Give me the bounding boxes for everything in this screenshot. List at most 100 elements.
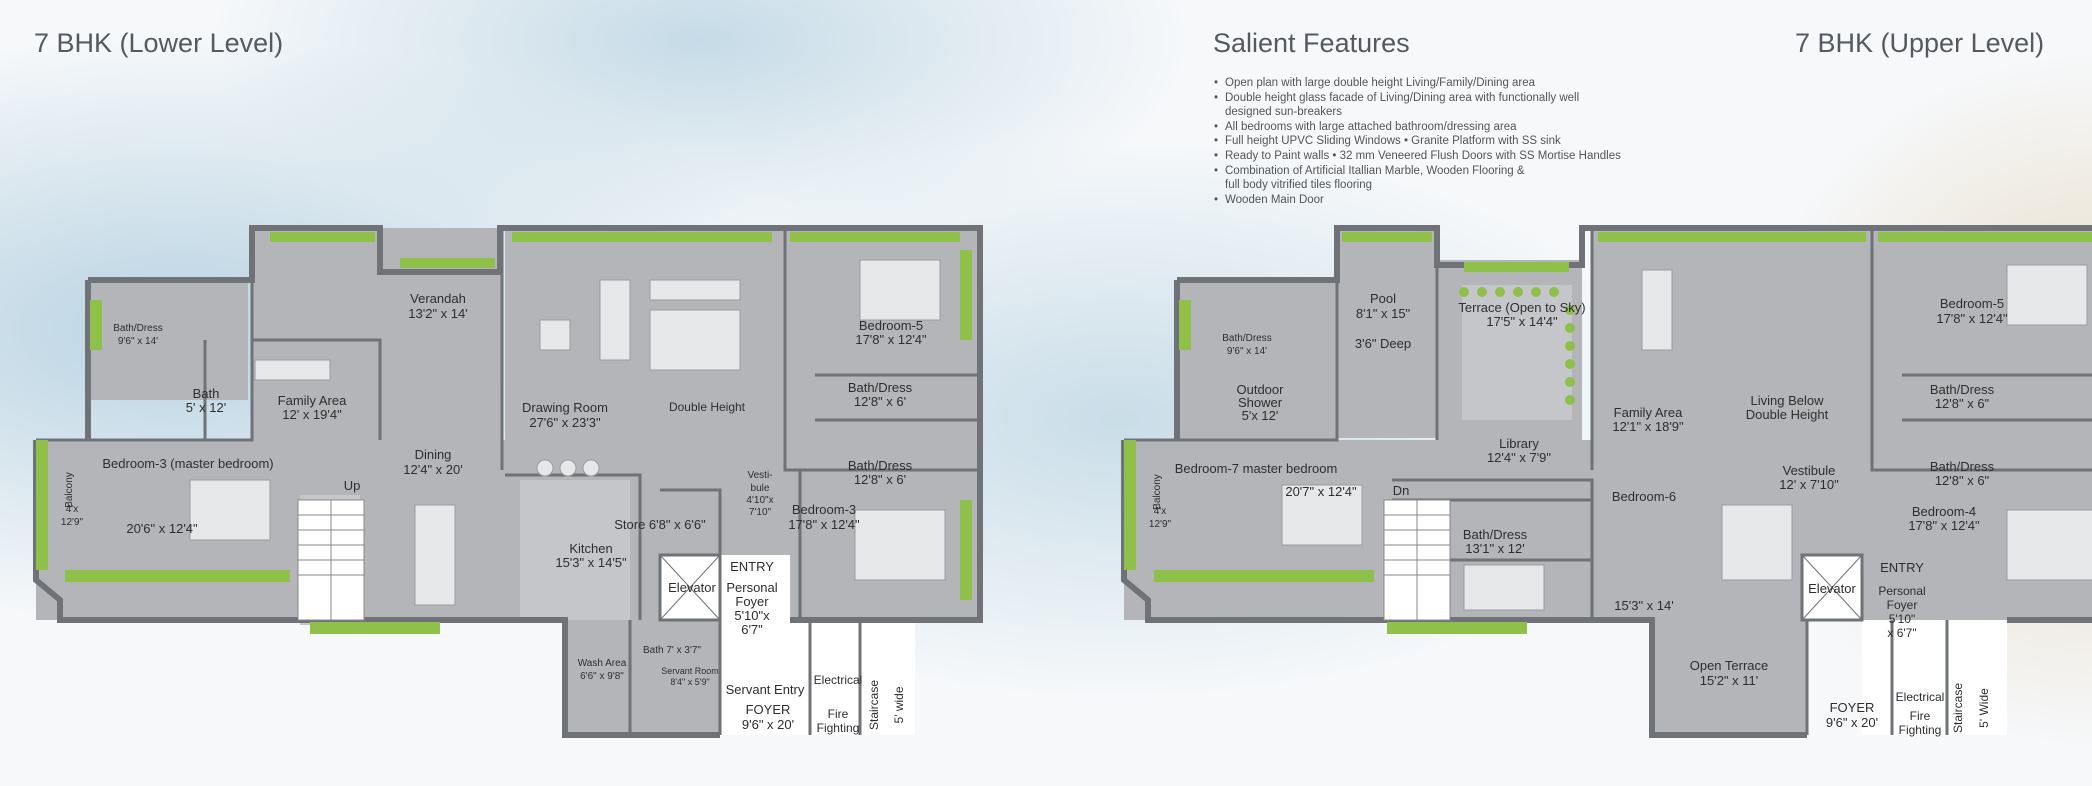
lower-level-title: 7 BHK (Lower Level) [34, 28, 284, 58]
upper-level-plan: Bath/Dress 9'6" x 14' Pool 8'1" x 15" 3'… [1121, 225, 2092, 738]
room-size: 15'2" x 11' [1700, 673, 1759, 688]
room-size: 4'x [1154, 506, 1166, 517]
room-size: 12' x 19'4" [282, 407, 342, 422]
room-size: 12'9" [1149, 519, 1172, 530]
room-size: 12'4" x 20' [403, 462, 462, 477]
lower-walls [33, 225, 983, 738]
room-size: 9'6" x 20' [1826, 715, 1878, 730]
room-size: 9'6" x 14' [1227, 346, 1267, 357]
room-size: 27'6" x 23'3" [529, 415, 601, 430]
room-label: Electrical [1896, 690, 1945, 704]
features-list: Open plan with large double height Livin… [1214, 76, 1674, 207]
room-size: 12'9" [61, 517, 84, 528]
room-label: Family Area [278, 393, 347, 408]
feature-item: Ready to Paint walls • 32 mm Veneered Fl… [1214, 149, 1674, 164]
room-label: Servant Room [661, 666, 719, 676]
room-size: 17'8" x 12'4" [1908, 518, 1980, 533]
lower-labels: Bath/Dress 9'6" x 14' Verandah 13'2" x 1… [61, 291, 927, 735]
room-label: Terrace (Open to Sky) [1458, 300, 1585, 315]
feature-item: Wooden Main Door [1214, 193, 1674, 208]
room-label: ENTRY [730, 559, 774, 574]
room-size: 12'4" x 7'9" [1487, 450, 1551, 465]
room-label: Bath/Dress [848, 380, 913, 395]
lower-staircase [297, 499, 365, 621]
room-size: 12'8" x 6" [1935, 396, 1990, 411]
feature-item: All bedrooms with large attached bathroo… [1214, 120, 1674, 135]
room-label: Bedroom-6 [1612, 489, 1676, 504]
room-label: Foyer [735, 594, 769, 609]
room-label: FOYER [1830, 700, 1875, 715]
room-label: Bedroom-4 [1912, 504, 1976, 519]
room-label: Library [1499, 436, 1539, 451]
room-size: 4'10"x [746, 495, 773, 506]
room-label: bule [751, 483, 770, 494]
room-size: 4'x [66, 504, 78, 515]
room-size: 6'6" x 9'8" [580, 671, 624, 682]
room-label: Pool [1370, 291, 1396, 306]
room-label: Bath/Dress [1463, 527, 1528, 542]
room-label: FOYER [746, 702, 791, 717]
room-label: Open Terrace [1690, 658, 1769, 673]
room-label: 5' Wide [1977, 688, 1991, 728]
room-label: Staircase [867, 680, 881, 730]
room-label: Double Height [669, 400, 746, 414]
room-size: 12'1" x 18'9" [1612, 419, 1684, 434]
room-label: Bath/Dress [1930, 459, 1995, 474]
room-label: Fire [828, 707, 849, 721]
room-size: 5'x 12' [1242, 408, 1279, 423]
room-label: Bath [193, 386, 220, 401]
room-size: 8'4" x 5'9" [670, 677, 709, 687]
room-label: Balcony [64, 472, 75, 508]
room-size: 17'8" x 12'4" [1936, 311, 2008, 326]
room-label: Electrical [814, 673, 863, 687]
lower-furniture [189, 259, 946, 606]
feature-item: Full height UPVC Sliding Windows • Grani… [1214, 134, 1674, 149]
room-label: Shower [1238, 395, 1283, 410]
room-label: Elevator [668, 580, 716, 595]
room-label: Bath/Dress [848, 458, 913, 473]
room-size: 13'2" x 14' [408, 306, 467, 321]
upper-staircase [1383, 499, 1451, 621]
room-label: Up [344, 478, 361, 493]
room-label: Bedroom-3 [792, 502, 856, 517]
room-label: Fire [1910, 709, 1931, 723]
room-label: Servant Entry [726, 682, 805, 697]
room-size: 9'6" x 14' [118, 336, 158, 347]
room-label: Staircase [1951, 683, 1965, 733]
room-label: Bath/Dress [113, 323, 162, 334]
room-size: 17'8" x 12'4" [855, 332, 927, 347]
room-label: Bedroom-5 [859, 318, 923, 333]
room-label: Double Height [1746, 407, 1829, 422]
lower-floor [36, 228, 980, 735]
room-label: Fighting [817, 721, 860, 735]
feature-item: Open plan with large double height Livin… [1214, 76, 1674, 91]
room-label: Family Area [1614, 405, 1683, 420]
room-label: Bath/Dress [1930, 382, 1995, 397]
room-label: Vesti- [747, 470, 772, 481]
lower-greenery [36, 232, 972, 634]
room-size: 6'7" [741, 622, 763, 637]
room-size: 20'6" x 12'4" [126, 521, 198, 536]
upper-labels: Bath/Dress 9'6" x 14' Pool 8'1" x 15" 3'… [1149, 291, 2008, 737]
room-size: 5'10" [1889, 612, 1916, 626]
upper-furniture [1281, 264, 2092, 611]
room-size: 12'8" x 6' [854, 394, 906, 409]
room-size: 5'10"x [734, 608, 770, 623]
room-size: x 6'7" [1887, 626, 1916, 640]
room-size: 12' x 7'10" [1779, 477, 1839, 492]
room-size: 8'1" x 15" [1356, 306, 1411, 321]
room-size: 15'3" x 14'5" [555, 555, 627, 570]
feature-item: Double height glass facade of Living/Din… [1214, 91, 1674, 120]
room-size: 13'1" x 12' [1465, 541, 1524, 556]
room-label: Bath 7' x 3'7" [643, 645, 701, 656]
room-size: 7'10" [749, 507, 772, 518]
room-label: Store 6'8" x 6'6" [614, 517, 706, 532]
room-label: Bedroom-5 [1940, 296, 2004, 311]
room-label: Drawing Room [522, 400, 608, 415]
lower-level-plan: Bath/Dress 9'6" x 14' Verandah 13'2" x 1… [33, 225, 983, 738]
room-size: 15'3" x 14' [1614, 598, 1673, 613]
room-label: Dn [1393, 483, 1410, 498]
upper-terrace-planters [1459, 287, 1575, 405]
room-label: Fighting [1899, 723, 1942, 737]
room-label: Dining [415, 447, 452, 462]
